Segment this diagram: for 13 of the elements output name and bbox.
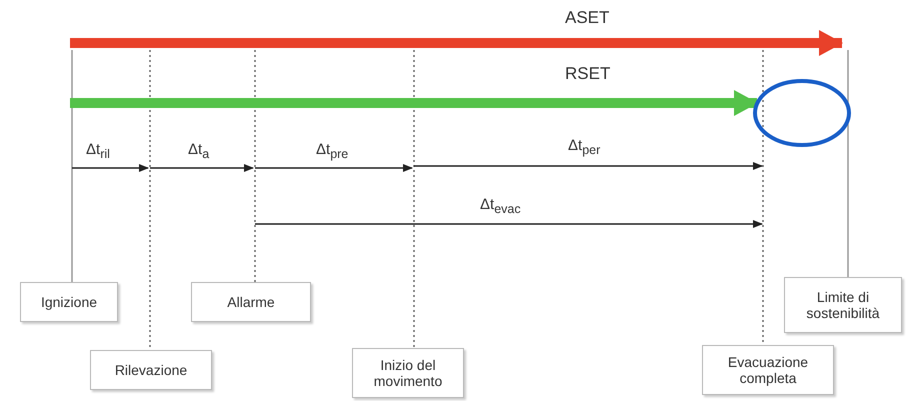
interval-label: Δt$_{evac}$: [480, 196, 521, 216]
time-label: ASET: [565, 8, 610, 28]
interval-label: Δt$_{pre}$: [316, 141, 348, 161]
interval-label: Δt$_{a}$: [188, 141, 210, 161]
milestone-box: Ignizione: [20, 282, 118, 322]
interval-label: Δt$_{per}$: [568, 137, 600, 157]
milestone-box: Limite di sostenibilità: [784, 277, 902, 333]
time-label: RSET: [565, 64, 610, 84]
milestone-box: Evacuazione completa: [702, 345, 834, 395]
milestone-box: Inizio del movimento: [352, 348, 464, 398]
milestone-box: Rilevazione: [90, 350, 212, 390]
milestone-box: Allarme: [191, 282, 311, 322]
interval-label: Δt$_{ril}$: [86, 141, 110, 161]
